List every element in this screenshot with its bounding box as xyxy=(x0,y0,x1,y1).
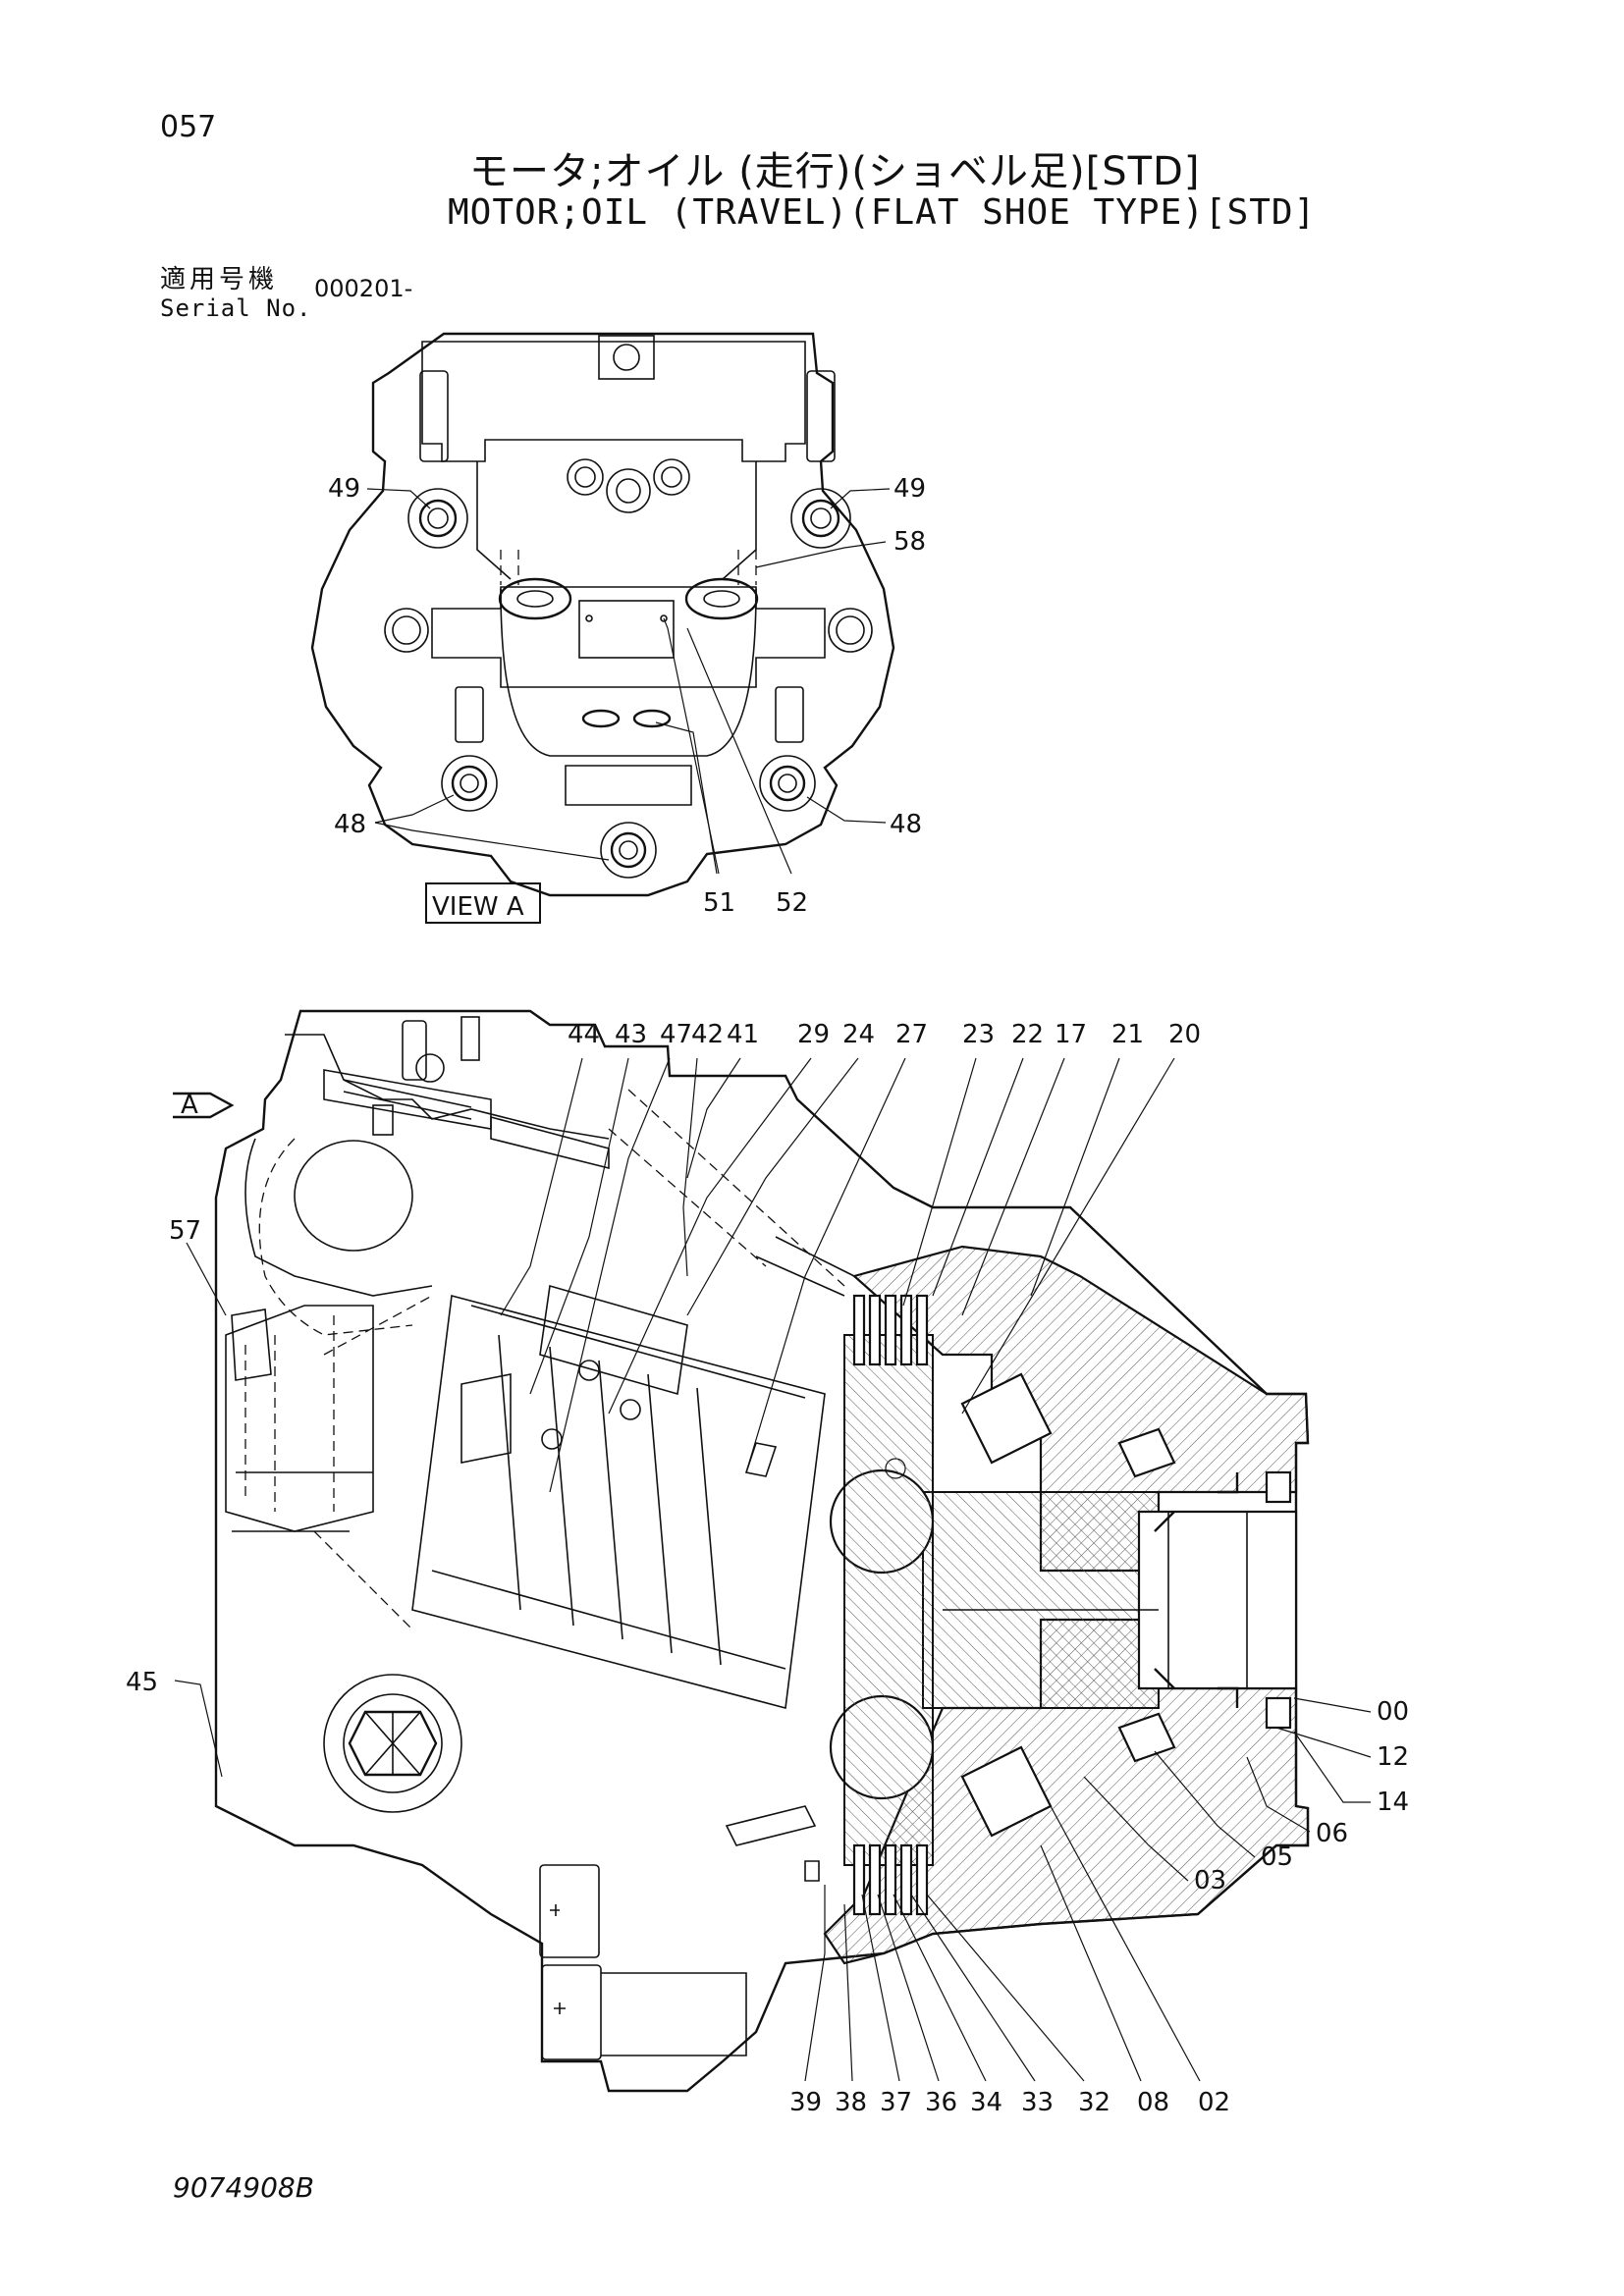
callout-00: 00 xyxy=(1377,1697,1409,1727)
view-a-arrow: A xyxy=(173,1091,235,1120)
callout-52: 52 xyxy=(776,888,808,918)
callout-21: 21 xyxy=(1111,1020,1144,1049)
callout-36: 36 xyxy=(925,2088,957,2117)
callout-08: 08 xyxy=(1137,2088,1169,2117)
page-title-japanese: モータ;オイル (走行)(ショベル足)[STD] xyxy=(469,149,1201,194)
section-right-callouts: 00 12 14 06 05 03 xyxy=(1194,1697,1409,1896)
callout-12: 12 xyxy=(1377,1742,1409,1772)
section-drawing xyxy=(214,1009,1310,2093)
view-a-arrow-label: A xyxy=(181,1091,198,1120)
callout-17: 17 xyxy=(1055,1020,1087,1049)
callout-49-right: 49 xyxy=(893,474,926,504)
section-leader-lines xyxy=(174,1057,1372,2082)
callout-20: 20 xyxy=(1168,1020,1201,1049)
view-a-drawing xyxy=(310,332,895,897)
callout-37: 37 xyxy=(880,2088,912,2117)
page-title-english: MOTOR;OIL (TRAVEL)(FLAT SHOE TYPE)[STD] xyxy=(448,192,1317,233)
callout-03: 03 xyxy=(1194,1866,1226,1896)
callout-44: 44 xyxy=(568,1020,600,1049)
view-a-callouts: 49 49 58 48 48 51 52 xyxy=(328,474,926,918)
section-left-callouts: 57 45 xyxy=(126,1216,201,1697)
view-a-label-box: VIEW A xyxy=(425,882,541,924)
callout-02: 02 xyxy=(1198,2088,1230,2117)
callout-05: 05 xyxy=(1261,1842,1293,1872)
callout-27: 27 xyxy=(895,1020,928,1049)
callout-24: 24 xyxy=(842,1020,875,1049)
callout-57: 57 xyxy=(169,1216,201,1246)
page-number: 057 xyxy=(160,110,217,144)
serial-label-english: Serial No. xyxy=(160,294,312,322)
callout-41: 41 xyxy=(727,1020,759,1049)
callout-45: 45 xyxy=(126,1668,158,1697)
serial-number-value: 000201- xyxy=(314,275,413,302)
callout-32: 32 xyxy=(1078,2088,1110,2117)
section-bottom-callouts: 39 38 37 36 34 33 32 08 02 xyxy=(789,2088,1230,2117)
callout-39: 39 xyxy=(789,2088,822,2117)
callout-14: 14 xyxy=(1377,1788,1409,1817)
callout-38: 38 xyxy=(835,2088,867,2117)
view-a-label: VIEW A xyxy=(432,892,524,922)
callout-06: 06 xyxy=(1316,1819,1348,1848)
callout-47: 47 xyxy=(660,1020,692,1049)
callout-34: 34 xyxy=(970,2088,1002,2117)
callout-58: 58 xyxy=(893,527,926,557)
callout-42: 42 xyxy=(691,1020,724,1049)
callout-43: 43 xyxy=(615,1020,647,1049)
callout-49-left: 49 xyxy=(328,474,360,504)
callout-48-right: 48 xyxy=(890,810,922,839)
serial-label-japanese: 適用号機 xyxy=(160,265,279,294)
callout-22: 22 xyxy=(1011,1020,1044,1049)
callout-48-left: 48 xyxy=(334,810,366,839)
callout-23: 23 xyxy=(962,1020,995,1049)
callout-51: 51 xyxy=(703,888,735,918)
drawing-number: 9074908B xyxy=(173,2171,314,2204)
callout-33: 33 xyxy=(1021,2088,1054,2117)
callout-29: 29 xyxy=(797,1020,830,1049)
section-top-callouts: 44 43 47 42 41 29 24 27 23 22 17 21 20 xyxy=(568,1020,1201,1049)
